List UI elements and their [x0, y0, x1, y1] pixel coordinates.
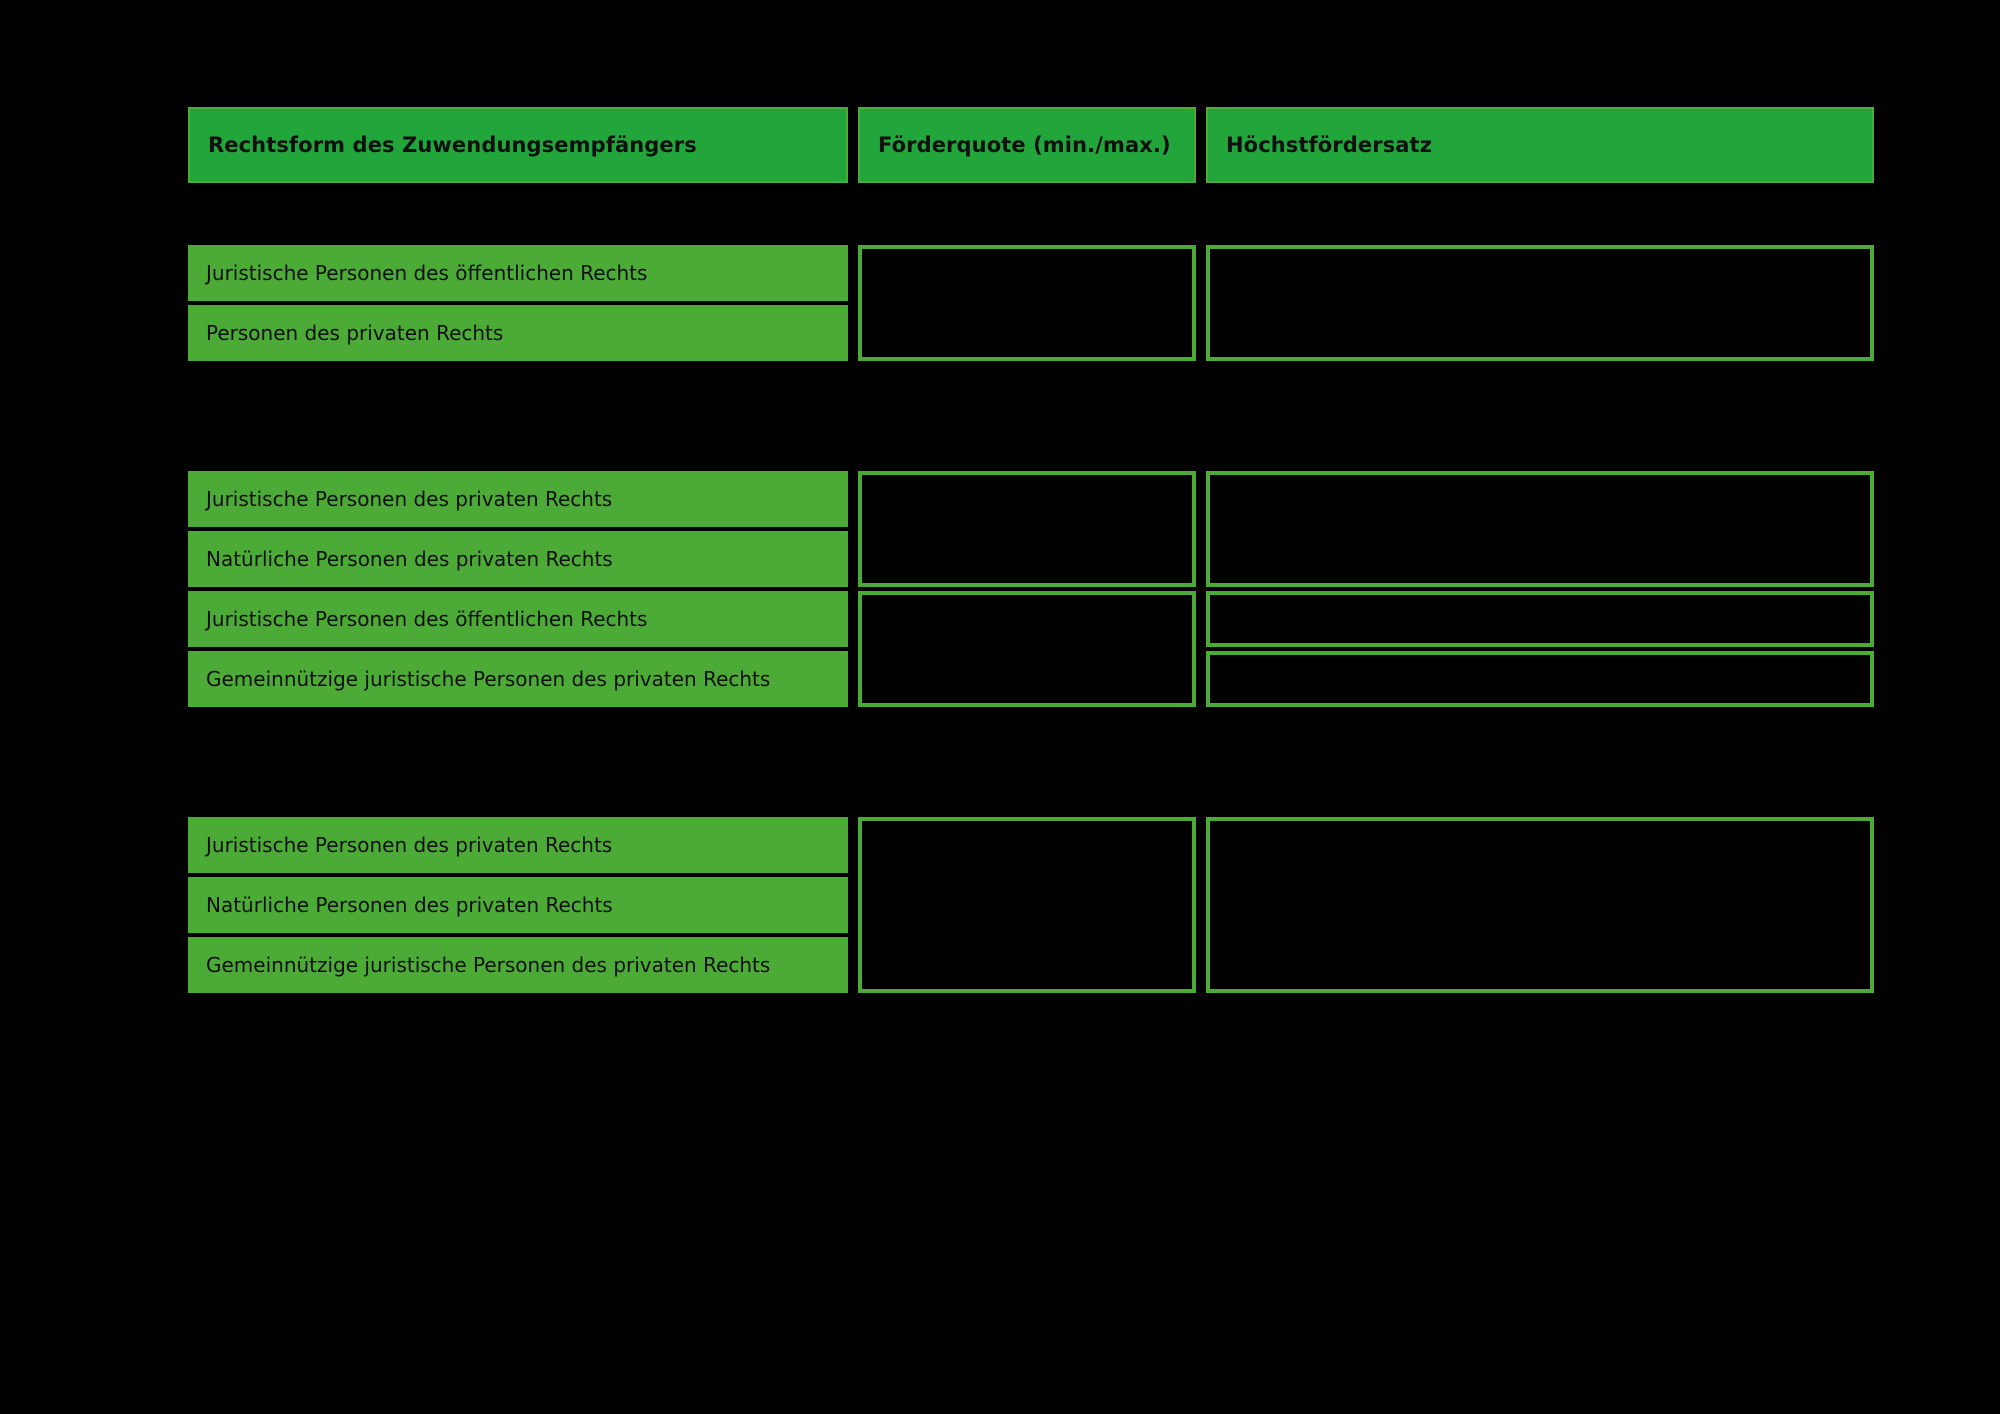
table-header-row: Rechtsform des Zuwendungsempfängers Förd… — [188, 107, 1874, 183]
spacer-group-1-to-group-2 — [188, 361, 1874, 471]
foerderquote-value-box — [858, 591, 1196, 707]
table-row: Juristische Personen des öffentlichen Re… — [188, 245, 848, 301]
group-3-foerderquote — [858, 817, 1196, 993]
column-header-rechtsform: Rechtsform des Zuwendungsempfängers — [188, 107, 848, 183]
column-header-foerderquote: Förderquote (min./max.) — [858, 107, 1196, 183]
column-header-hoechstfoerdersatz: Höchstfördersatz — [1206, 107, 1874, 183]
group-2-foerderquote — [858, 471, 1196, 707]
foerderquote-value-box — [858, 245, 1196, 361]
row-group-3: Juristische Personen des privaten Rechts… — [188, 817, 1874, 993]
group-3-labels: Juristische Personen des privaten Rechts… — [188, 817, 848, 993]
hoechstfoerdersatz-value-box — [1206, 817, 1874, 993]
table-row: Gemeinnützige juristische Personen des p… — [188, 937, 848, 993]
group-1-labels: Juristische Personen des öffentlichen Re… — [188, 245, 848, 361]
row-group-2: Juristische Personen des privaten Rechts… — [188, 471, 1874, 707]
table-row: Natürliche Personen des privaten Rechts — [188, 877, 848, 933]
group-1-foerderquote — [858, 245, 1196, 361]
funding-rate-table: Rechtsform des Zuwendungsempfängers Förd… — [188, 107, 1874, 993]
table-row: Juristische Personen des privaten Rechts — [188, 817, 848, 873]
table-row: Juristische Personen des privaten Rechts — [188, 471, 848, 527]
foerderquote-value-box — [858, 471, 1196, 587]
hoechstfoerdersatz-value-box — [1206, 651, 1874, 707]
row-group-1: Juristische Personen des öffentlichen Re… — [188, 245, 1874, 361]
group-3-hoechstfoerdersatz — [1206, 817, 1874, 993]
group-1-hoechstfoerdersatz — [1206, 245, 1874, 361]
hoechstfoerdersatz-value-box — [1206, 471, 1874, 587]
table-row: Juristische Personen des öffentlichen Re… — [188, 591, 848, 647]
group-2-hoechstfoerdersatz — [1206, 471, 1874, 707]
hoechstfoerdersatz-value-box — [1206, 591, 1874, 647]
table-row: Natürliche Personen des privaten Rechts — [188, 531, 848, 587]
foerderquote-value-box — [858, 817, 1196, 993]
table-row: Gemeinnützige juristische Personen des p… — [188, 651, 848, 707]
hoechstfoerdersatz-value-box — [1206, 245, 1874, 361]
table-row: Personen des privaten Rechts — [188, 305, 848, 361]
group-2-labels: Juristische Personen des privaten Rechts… — [188, 471, 848, 707]
spacer-group-2-to-group-3 — [188, 707, 1874, 817]
spacer-header-to-group-1 — [188, 183, 1874, 245]
